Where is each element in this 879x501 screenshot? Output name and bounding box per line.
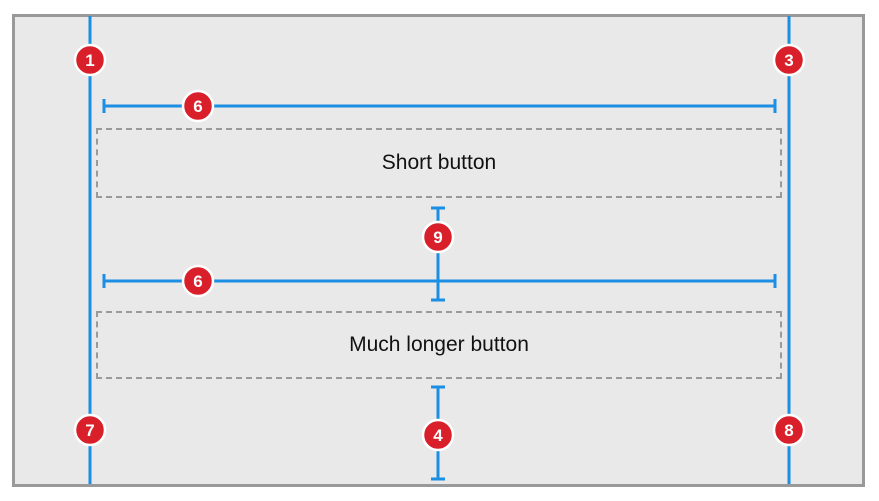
callout-badge-6-bottom: 6	[181, 264, 215, 298]
svg-text:8: 8	[784, 421, 793, 440]
svg-text:6: 6	[193, 272, 202, 291]
top-width-dimension	[102, 99, 777, 113]
short-button-label: Short button	[381, 151, 497, 174]
callout-badge-7: 7	[73, 413, 107, 447]
svg-text:6: 6	[193, 97, 202, 116]
callout-badge-9: 9	[421, 220, 455, 254]
callout-badge-4: 4	[421, 418, 455, 452]
svg-text:1: 1	[85, 51, 94, 70]
svg-text:9: 9	[433, 228, 442, 247]
svg-text:4: 4	[433, 426, 443, 445]
callout-badge-6-top: 6	[181, 89, 215, 123]
svg-text:7: 7	[85, 421, 94, 440]
callout-badge-3: 3	[772, 43, 806, 77]
svg-text:3: 3	[784, 51, 793, 70]
callout-badge-1: 1	[73, 43, 107, 77]
callout-badge-8: 8	[772, 413, 806, 447]
long-button[interactable]: Much longer button	[96, 311, 782, 379]
long-button-label: Much longer button	[349, 333, 529, 356]
short-button[interactable]: Short button	[96, 128, 782, 198]
